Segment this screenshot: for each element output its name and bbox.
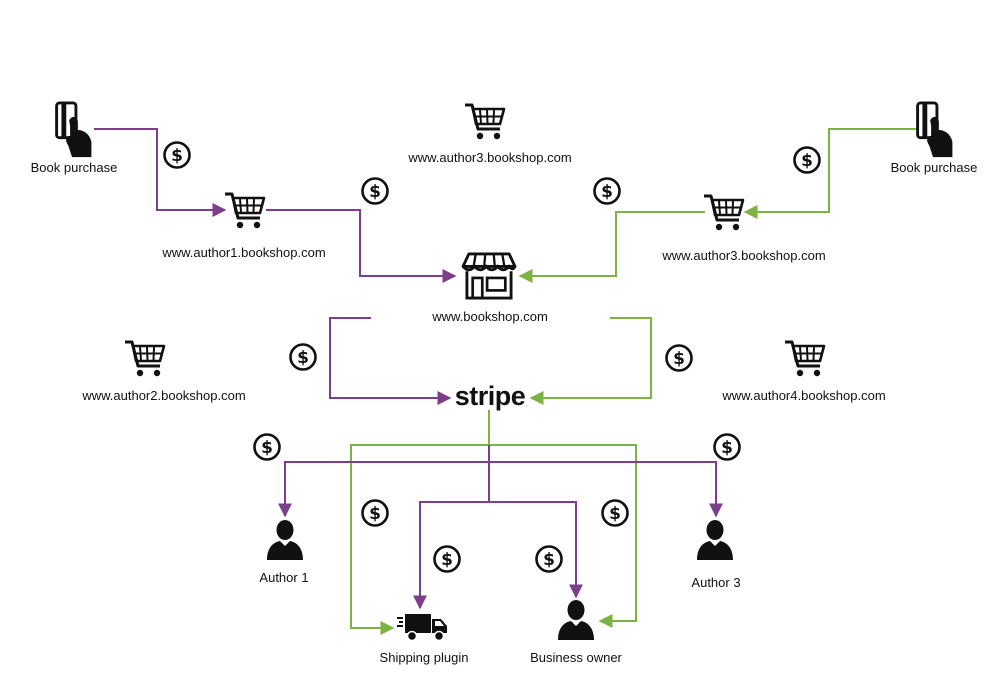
dollar-coin-icon [433,545,461,573]
flow-stripe-to-owner-purple [489,501,583,599]
shopping-cart-icon [124,340,166,378]
author3-label: Author 3 [691,575,741,590]
author3-site-right-label: www.author3.bookshop.com [662,248,826,263]
dollar-coin-icon [361,177,389,205]
bookshop-site-label: www.bookshop.com [432,309,548,324]
dollar-coin-icon [593,177,621,205]
shopping-cart-icon [703,194,745,232]
dollar-coin-icon [361,499,389,527]
author4-site-label: www.author4.bookshop.com [722,388,886,403]
storefront-icon [461,252,517,300]
dollar-coin-icon [601,499,629,527]
flow-store-to-stripe-green [529,317,652,405]
dollar-coin-icon [713,433,741,461]
dollar-coin-icon [665,344,693,372]
dollar-coin-icon [289,343,317,371]
flow-stripe-to-author3-purple [489,461,723,518]
flow-stripe-to-shipping-purple [413,501,489,610]
flow-store-to-stripe-purple [329,317,452,405]
shipping-plugin-label: Shipping plugin [379,650,469,665]
person-icon [267,520,303,560]
card-tap-icon [916,101,954,159]
shopping-cart-icon [784,340,826,378]
flow-stripe-to-owner-green [489,444,637,628]
dollar-coin-icon [535,545,563,573]
person-icon [697,520,733,560]
flow-author1-cart-to-store [266,209,457,283]
person-icon [558,600,594,640]
flow-stripe-to-author1 [278,461,489,518]
stripe-logo: stripe [454,381,526,411]
author1-site-label: www.author1.bookshop.com [162,245,326,260]
flow-author3-cart-to-store [518,211,705,283]
flow-right-purchase-to-author3-cart [743,128,918,219]
shopping-cart-icon [464,103,506,141]
dollar-coin-icon [253,433,281,461]
truck-icon [397,613,448,642]
book-purchase-left-label: Book purchase [30,160,118,175]
author2-site-label: www.author2.bookshop.com [82,388,246,403]
business-owner-label: Business owner [530,650,622,665]
flow-left-purchase-to-author1-cart [94,128,227,217]
author1-label: Author 1 [259,570,309,585]
book-purchase-right-label: Book purchase [890,160,978,175]
card-tap-icon [55,101,93,159]
dollar-coin-icon [163,141,191,169]
shopping-cart-icon [224,192,266,230]
flow-stripe-to-shipping-green [350,444,489,635]
author3-site-top-label: www.author3.bookshop.com [408,150,572,165]
dollar-coin-icon [793,146,821,174]
